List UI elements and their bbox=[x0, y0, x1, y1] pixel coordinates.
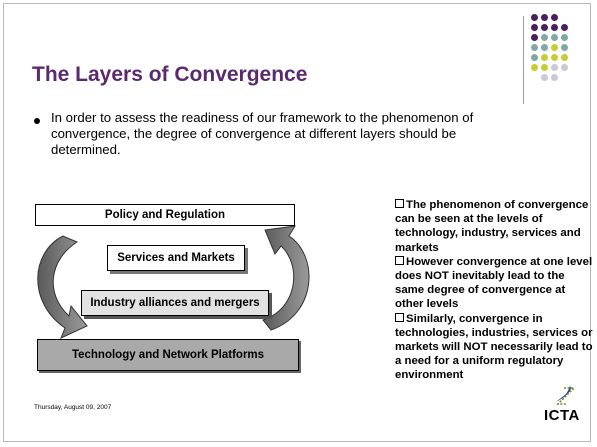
cycle-arrows bbox=[37, 225, 310, 339]
note-text: However convergence at one level does NO… bbox=[395, 255, 593, 311]
decorative-dot bbox=[531, 64, 538, 71]
note-item: Similarly, convergence in technologies, … bbox=[395, 312, 595, 383]
decorative-dot bbox=[561, 34, 568, 41]
decorative-dot bbox=[551, 74, 558, 81]
layer-technology-platforms: Technology and Network Platforms bbox=[37, 339, 299, 371]
layer-services-markets: Services and Markets bbox=[107, 245, 245, 271]
decorative-dot bbox=[541, 74, 548, 81]
checkbox-bullet-icon bbox=[395, 199, 404, 208]
decorative-dot bbox=[551, 54, 558, 61]
bullet-text: In order to assess the readiness of our … bbox=[51, 110, 474, 157]
decorative-dot bbox=[541, 64, 548, 71]
bullet-icon bbox=[34, 118, 40, 124]
note-item: The phenomenon of convergence can be see… bbox=[395, 198, 595, 255]
decorative-dot bbox=[531, 24, 538, 31]
logo-text: ICTA bbox=[544, 407, 580, 424]
decorative-dot bbox=[551, 64, 558, 71]
decorative-dot bbox=[551, 14, 558, 21]
right-curved-arrow bbox=[262, 225, 310, 331]
decorative-dot bbox=[541, 44, 548, 51]
decorative-dot bbox=[531, 54, 538, 61]
decorative-dot bbox=[541, 24, 548, 31]
slide-title: The Layers of Convergence bbox=[32, 63, 308, 86]
decorative-dot bbox=[541, 14, 548, 21]
checkbox-bullet-icon bbox=[395, 312, 404, 322]
left-curved-arrow bbox=[37, 235, 88, 339]
layer-industry-alliances: Industry alliances and mergers bbox=[81, 290, 269, 316]
note-text: Similarly, convergence in technologies, … bbox=[395, 312, 593, 382]
decorative-dot bbox=[541, 54, 548, 61]
decorative-dot bbox=[531, 34, 538, 41]
decorative-divider bbox=[523, 16, 524, 104]
decorative-dot bbox=[561, 24, 568, 31]
decorative-dot bbox=[541, 34, 548, 41]
slide-frame bbox=[3, 3, 591, 442]
note-text: The phenomenon of convergence can be see… bbox=[395, 199, 589, 254]
decorative-dot bbox=[551, 34, 558, 41]
decorative-dot bbox=[531, 14, 538, 21]
decorative-dot bbox=[551, 24, 558, 31]
notes-panel: The phenomenon of convergence can be see… bbox=[395, 198, 595, 383]
note-item: However convergence at one level does NO… bbox=[395, 255, 595, 312]
icta-logo: ICTA bbox=[544, 384, 584, 424]
decorative-dot bbox=[561, 64, 568, 71]
decorative-dot bbox=[561, 54, 568, 61]
layer-policy-regulation: Policy and Regulation bbox=[35, 204, 295, 226]
decorative-dot bbox=[561, 44, 568, 51]
icta-swoosh-icon bbox=[556, 386, 576, 405]
footer-date: Thursday, August 09, 2007 bbox=[34, 404, 112, 411]
decorative-dot bbox=[551, 44, 558, 51]
checkbox-bullet-icon bbox=[395, 255, 404, 265]
decorative-dot bbox=[531, 44, 538, 51]
